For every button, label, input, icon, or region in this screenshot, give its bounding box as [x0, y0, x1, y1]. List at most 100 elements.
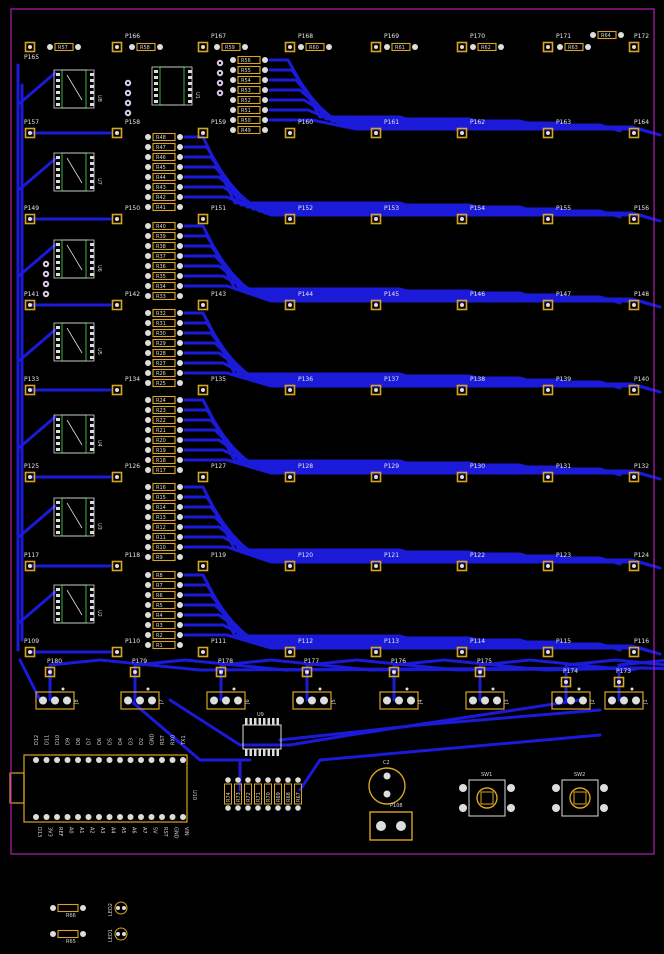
silk-label: R5 [156, 603, 163, 609]
silk-label: R6 [156, 593, 163, 599]
ic-pin [90, 174, 94, 177]
resistor-lead [177, 397, 183, 403]
trace [617, 658, 664, 702]
led-pin [116, 932, 120, 936]
silk-label: P123 [556, 552, 571, 559]
ic-pin [154, 100, 158, 103]
silk-label: A5 [120, 827, 126, 834]
square-pad [542, 213, 554, 225]
pad-hole [288, 564, 292, 568]
ic-pin [56, 243, 60, 246]
ic-silk [53, 584, 95, 624]
connector-pin [481, 696, 489, 705]
silk-label: D6 [97, 738, 103, 745]
ic-pin [188, 82, 192, 85]
pad-hole [115, 650, 119, 654]
silk-label: R50 [241, 118, 251, 124]
resistor-lead [145, 134, 151, 140]
ic-pin [56, 85, 60, 88]
ic-pin [56, 91, 60, 94]
square-pad [24, 127, 36, 139]
resistor-body [152, 308, 176, 318]
resistor-lead [262, 67, 268, 73]
silk-label: R17 [156, 468, 166, 474]
resistor-lead [295, 777, 301, 783]
silk-label: R2 [156, 633, 163, 639]
via-hole [218, 61, 222, 65]
silk-label: R32 [156, 311, 166, 317]
silk-label: P141 [24, 291, 39, 298]
resistor-body [152, 132, 176, 142]
square-pad [474, 666, 486, 678]
resistor-lead [177, 184, 183, 190]
pad-hole [392, 670, 396, 674]
trace [18, 415, 57, 449]
ic-pin [90, 344, 94, 347]
resistor-lead [129, 44, 135, 50]
ic-pin [56, 513, 60, 516]
resistor-lead [145, 144, 151, 150]
silk-label: R10 [156, 545, 166, 551]
silk-label: A0 [68, 827, 74, 834]
ic-pin [90, 261, 94, 264]
silk-label: P130 [470, 463, 485, 470]
pad-hole [460, 475, 464, 479]
header-pin [96, 757, 102, 763]
pin1-mark [630, 687, 634, 691]
resistor-body [294, 783, 302, 805]
silk-label: P119 [211, 552, 226, 559]
connector-body [465, 691, 505, 710]
ic-pin [56, 261, 60, 264]
pad-hole [115, 388, 119, 392]
silk-label: P118 [125, 552, 140, 559]
silk-label: P151 [211, 205, 226, 212]
silk-label: P163 [556, 119, 571, 126]
resistor-lead [145, 524, 151, 530]
silk-label: R4 [156, 613, 163, 619]
square-pad [197, 384, 209, 396]
resistor-lead [145, 467, 151, 473]
resistor-lead [177, 144, 183, 150]
ic-pin [56, 525, 60, 528]
header-pin [159, 757, 165, 763]
resistor-lead [235, 805, 241, 811]
silk-label: D4 [118, 738, 124, 745]
ic-pin [263, 718, 266, 725]
ic-pin [56, 168, 60, 171]
ic-pin [56, 418, 60, 421]
resistor-body [152, 328, 176, 338]
silk-label: R25 [156, 381, 166, 387]
resistor-body [152, 465, 176, 475]
pad-hole [288, 45, 292, 49]
resistor-body [152, 542, 176, 552]
silk-label: R8 [156, 573, 163, 579]
silk-label: R46 [156, 155, 166, 161]
square-pad [613, 676, 625, 688]
silk-label: J5 [331, 699, 337, 705]
square-pad [197, 299, 209, 311]
silk-label: R67 [296, 792, 302, 802]
resistor-lead [177, 632, 183, 638]
ic-pin [56, 350, 60, 353]
resistor-lead [177, 534, 183, 540]
silk-label: R66 [66, 913, 76, 919]
resistor-lead [177, 554, 183, 560]
resistor-body [597, 30, 617, 40]
silk-label: P144 [298, 291, 313, 298]
pad-hole [201, 131, 205, 135]
pad-hole [288, 388, 292, 392]
square-pad [542, 127, 554, 139]
silk-label: P127 [211, 463, 226, 470]
silk-label: A1 [78, 827, 84, 834]
trace [183, 458, 662, 481]
ic-pin [90, 531, 94, 534]
ic-pin [56, 344, 60, 347]
square-pad [542, 471, 554, 483]
resistor-body [152, 318, 176, 328]
silk-label: R48 [156, 135, 166, 141]
pad-hole [288, 475, 292, 479]
connector-pin [296, 696, 304, 705]
trace [18, 71, 57, 105]
resistor-lead [242, 44, 248, 50]
